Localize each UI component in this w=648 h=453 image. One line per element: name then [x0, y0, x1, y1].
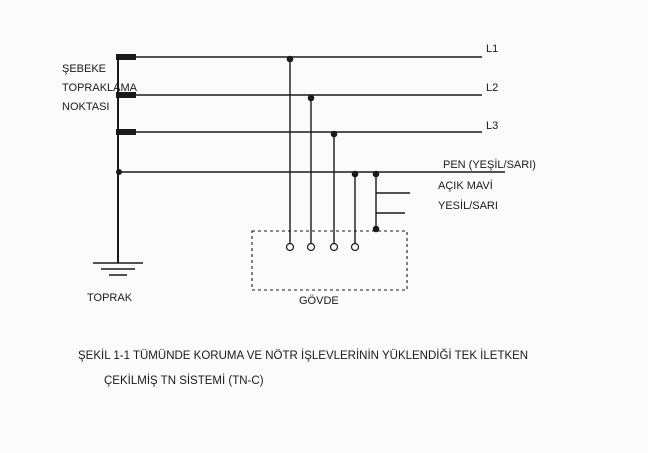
- source-terminal-l1: [116, 54, 136, 60]
- body-terminal-2: [306, 242, 316, 252]
- caption-line-2: ÇEKİLMİŞ TN SİSTEMİ (TN-C): [104, 374, 264, 387]
- source-terminal-l2: [116, 92, 136, 98]
- source-label-line-1: ŞEBEKE: [62, 63, 106, 75]
- source-terminal-l3: [116, 129, 136, 135]
- junction-l2: [307, 94, 315, 102]
- junction-l3: [330, 130, 338, 138]
- junction-l1: [286, 55, 294, 63]
- label-light-blue: AÇIK MAVİ: [438, 179, 493, 192]
- body-terminal-1: [285, 242, 295, 252]
- body-terminal-3: [329, 242, 339, 252]
- caption-line-1: ŞEKİL 1-1 TÜMÜNDE KORUMA VE NÖTR İŞLEVLE…: [78, 349, 528, 362]
- body-terminal-4: [350, 242, 360, 252]
- label-earth: TOPRAK: [87, 292, 133, 304]
- label-l1: L1: [486, 43, 498, 55]
- label-pen: PEN (YEŞİL/SARI): [443, 158, 536, 171]
- label-green-yellow: YESİL/SARI: [438, 199, 498, 212]
- equipment-body-box: [251, 230, 408, 291]
- label-body: GÖVDE: [299, 295, 339, 307]
- label-l3: L3: [486, 120, 498, 132]
- source-label-line-3: NOKTASI: [62, 101, 109, 113]
- junction-pen-left: [351, 170, 359, 178]
- label-l2: L2: [486, 82, 498, 94]
